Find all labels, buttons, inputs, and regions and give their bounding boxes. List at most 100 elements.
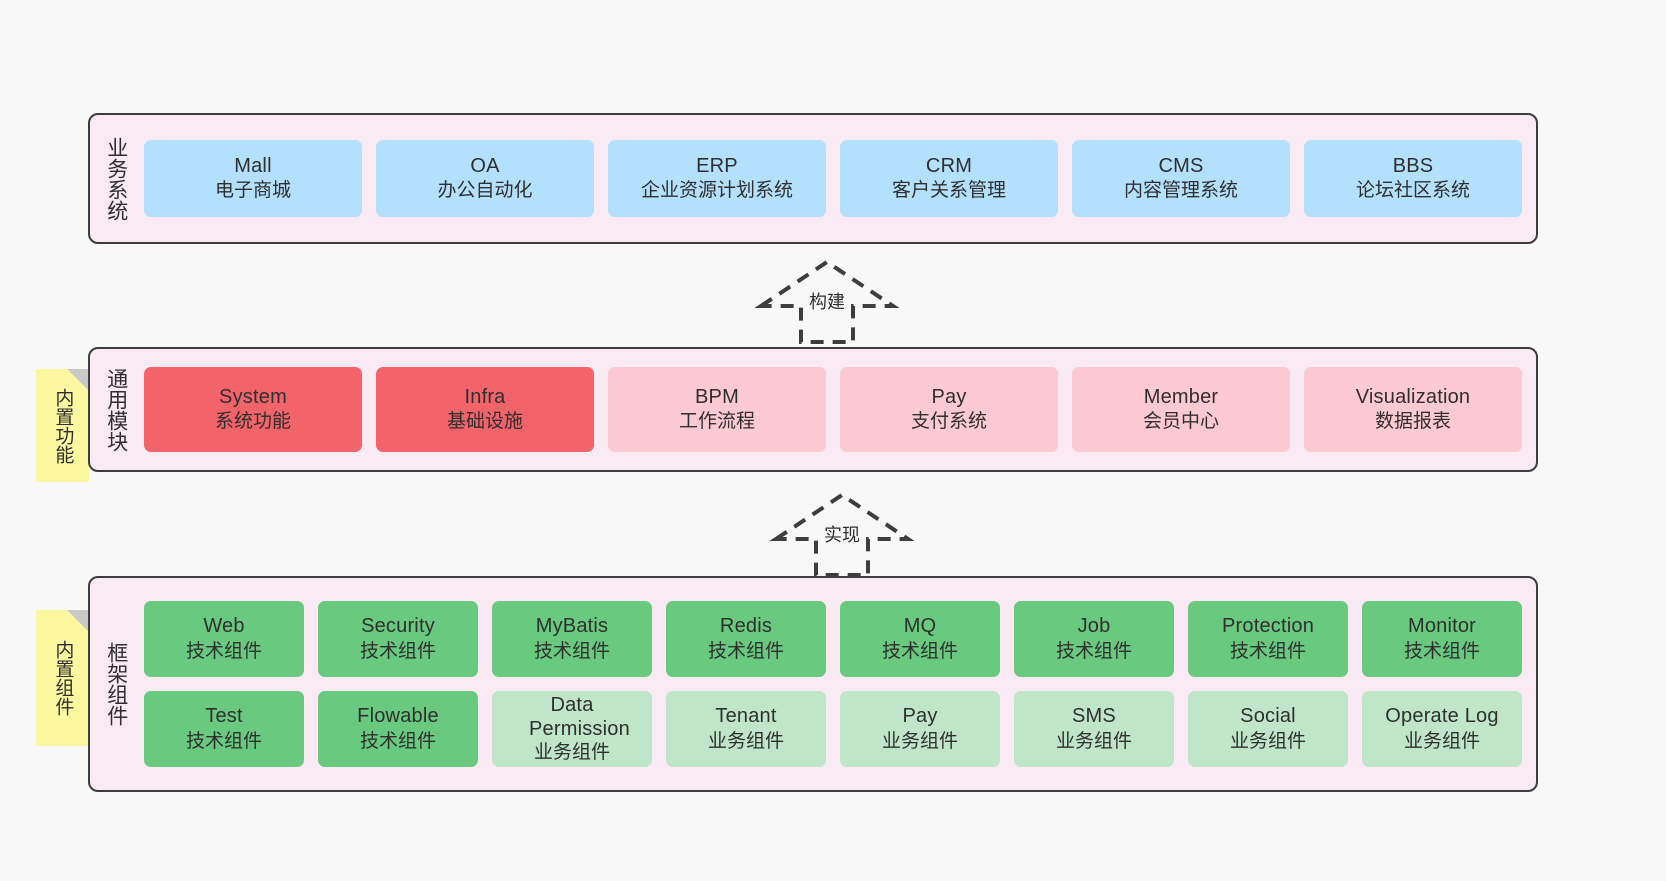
box-subtitle: 办公自动化 xyxy=(437,180,533,202)
box-subtitle: 数据报表 xyxy=(1374,411,1451,433)
sticky-note-builtin-components: 内置组件 xyxy=(36,610,89,746)
box-title: Pay xyxy=(931,385,967,408)
box-title: ERP xyxy=(696,154,738,177)
component-box-pay[interactable]: Pay 业务组件 xyxy=(840,691,1000,767)
sticky-note-builtin-features: 内置功能 xyxy=(36,369,89,482)
arrow-implement-label: 实现 xyxy=(824,525,860,545)
layer-title-common-modules: 通用模块 xyxy=(104,367,128,452)
layer-business-system: 业务系统 Mall 电子商城 OA 办公自动化 ERP 企业资源计划系统 CRM… xyxy=(88,113,1538,244)
component-box-job[interactable]: Job 技术组件 xyxy=(1014,601,1174,677)
box-subtitle: 技术组件 xyxy=(359,640,436,662)
layer-title-framework-components: 框架组件 xyxy=(104,642,128,726)
business-box-crm[interactable]: CRM 客户关系管理 xyxy=(840,140,1058,217)
box-subtitle: 系统功能 xyxy=(214,411,291,433)
box-subtitle: 技术组件 xyxy=(1403,640,1480,662)
business-box-cms[interactable]: CMS 内容管理系统 xyxy=(1072,140,1290,217)
component-box-operate-log[interactable]: Operate Log 业务组件 xyxy=(1362,691,1522,767)
box-subtitle: 业务组件 xyxy=(1055,730,1132,752)
box-title: Operate Log xyxy=(1385,705,1499,728)
component-box-security[interactable]: Security 技术组件 xyxy=(318,601,478,677)
box-subtitle: 业务组件 xyxy=(707,730,784,752)
arrow-build-label: 构建 xyxy=(809,292,845,312)
module-box-member[interactable]: Member 会员中心 xyxy=(1072,367,1290,452)
framework-rows: Web 技术组件 Security 技术组件 MyBatis 技术组件 Redi… xyxy=(142,578,1536,790)
business-box-erp[interactable]: ERP 企业资源计划系统 xyxy=(608,140,826,217)
box-title: Redis xyxy=(719,615,773,638)
box-subtitle: 工作流程 xyxy=(678,411,755,433)
box-subtitle: 技术组件 xyxy=(185,640,262,662)
box-title: Tenant xyxy=(715,705,777,728)
box-title: Job xyxy=(1077,615,1111,638)
box-title: OA xyxy=(470,154,500,177)
component-box-monitor[interactable]: Monitor 技术组件 xyxy=(1362,601,1522,677)
component-box-sms[interactable]: SMS 业务组件 xyxy=(1014,691,1174,767)
box-title: Web xyxy=(203,615,245,638)
box-title: Data Permission xyxy=(529,693,630,740)
box-title: Protection xyxy=(1221,615,1315,638)
box-subtitle: 技术组件 xyxy=(359,730,436,752)
business-box-oa[interactable]: OA 办公自动化 xyxy=(376,140,594,217)
box-title: SMS xyxy=(1072,705,1116,728)
box-subtitle: 内容管理系统 xyxy=(1123,180,1238,202)
box-title: CRM xyxy=(925,154,973,177)
box-title: CMS xyxy=(1158,154,1204,177)
framework-row-technical: Web 技术组件 Security 技术组件 MyBatis 技术组件 Redi… xyxy=(144,601,1522,677)
business-box-row: Mall 电子商城 OA 办公自动化 ERP 企业资源计划系统 CRM 客户关系… xyxy=(142,115,1536,242)
box-title: Flowable xyxy=(357,705,439,728)
module-box-system[interactable]: System 系统功能 xyxy=(144,367,362,452)
box-subtitle: 企业资源计划系统 xyxy=(640,180,793,202)
box-subtitle: 会员中心 xyxy=(1142,411,1219,433)
arrow-build: 构建 xyxy=(754,258,900,344)
box-subtitle: 业务组件 xyxy=(1403,730,1480,752)
component-box-mq[interactable]: MQ 技术组件 xyxy=(840,601,1000,677)
component-box-mybatis[interactable]: MyBatis 技术组件 xyxy=(492,601,652,677)
module-box-row: System 系统功能 Infra 基础设施 BPM 工作流程 Pay 支付系统… xyxy=(142,349,1536,470)
box-subtitle: 论坛社区系统 xyxy=(1355,180,1470,202)
component-box-protection[interactable]: Protection 技术组件 xyxy=(1188,601,1348,677)
box-title: Monitor xyxy=(1407,615,1477,638)
box-title: Member xyxy=(1143,385,1219,408)
box-title: BBS xyxy=(1392,154,1434,177)
box-title: BPM xyxy=(695,385,739,408)
layer-common-modules: 通用模块 System 系统功能 Infra 基础设施 BPM 工作流程 Pay… xyxy=(88,347,1538,472)
component-box-web[interactable]: Web 技术组件 xyxy=(144,601,304,677)
framework-row-business: Test 技术组件 Flowable 技术组件 Data Permission … xyxy=(144,691,1522,767)
component-box-social[interactable]: Social 业务组件 xyxy=(1188,691,1348,767)
box-subtitle: 技术组件 xyxy=(881,640,958,662)
box-subtitle: 业务组件 xyxy=(1229,730,1306,752)
box-title: Social xyxy=(1240,705,1296,728)
box-title: Test xyxy=(205,705,243,728)
box-subtitle: 客户关系管理 xyxy=(891,180,1006,202)
module-box-pay[interactable]: Pay 支付系统 xyxy=(840,367,1058,452)
module-box-visualization[interactable]: Visualization 数据报表 xyxy=(1304,367,1522,452)
arrow-implement: 实现 xyxy=(769,491,915,577)
component-box-redis[interactable]: Redis 技术组件 xyxy=(666,601,826,677)
component-box-test[interactable]: Test 技术组件 xyxy=(144,691,304,767)
box-subtitle: 技术组件 xyxy=(707,640,784,662)
box-title: System xyxy=(219,385,287,408)
component-box-tenant[interactable]: Tenant 业务组件 xyxy=(666,691,826,767)
box-subtitle: 电子商城 xyxy=(214,180,291,202)
module-box-infra[interactable]: Infra 基础设施 xyxy=(376,367,594,452)
sticky-note-label: 内置功能 xyxy=(52,387,74,464)
business-box-bbs[interactable]: BBS 论坛社区系统 xyxy=(1304,140,1522,217)
box-title: Pay xyxy=(902,705,938,728)
box-subtitle: 技术组件 xyxy=(533,640,610,662)
box-title: MQ xyxy=(903,615,937,638)
component-box-data-permission[interactable]: Data Permission 业务组件 xyxy=(492,691,652,767)
box-subtitle: 业务组件 xyxy=(533,741,610,763)
business-box-mall[interactable]: Mall 电子商城 xyxy=(144,140,362,217)
box-title: Visualization xyxy=(1355,385,1471,408)
box-subtitle: 支付系统 xyxy=(910,411,987,433)
box-title: Mall xyxy=(234,154,272,177)
box-title: Security xyxy=(361,615,435,638)
layer-framework-components: 框架组件 Web 技术组件 Security 技术组件 MyBatis 技术组件… xyxy=(88,576,1538,792)
box-title: MyBatis xyxy=(535,615,609,638)
box-subtitle: 技术组件 xyxy=(1055,640,1132,662)
module-box-bpm[interactable]: BPM 工作流程 xyxy=(608,367,826,452)
box-subtitle: 技术组件 xyxy=(185,730,262,752)
sticky-note-label: 内置组件 xyxy=(52,640,74,716)
box-title: Infra xyxy=(464,385,506,408)
component-box-flowable[interactable]: Flowable 技术组件 xyxy=(318,691,478,767)
